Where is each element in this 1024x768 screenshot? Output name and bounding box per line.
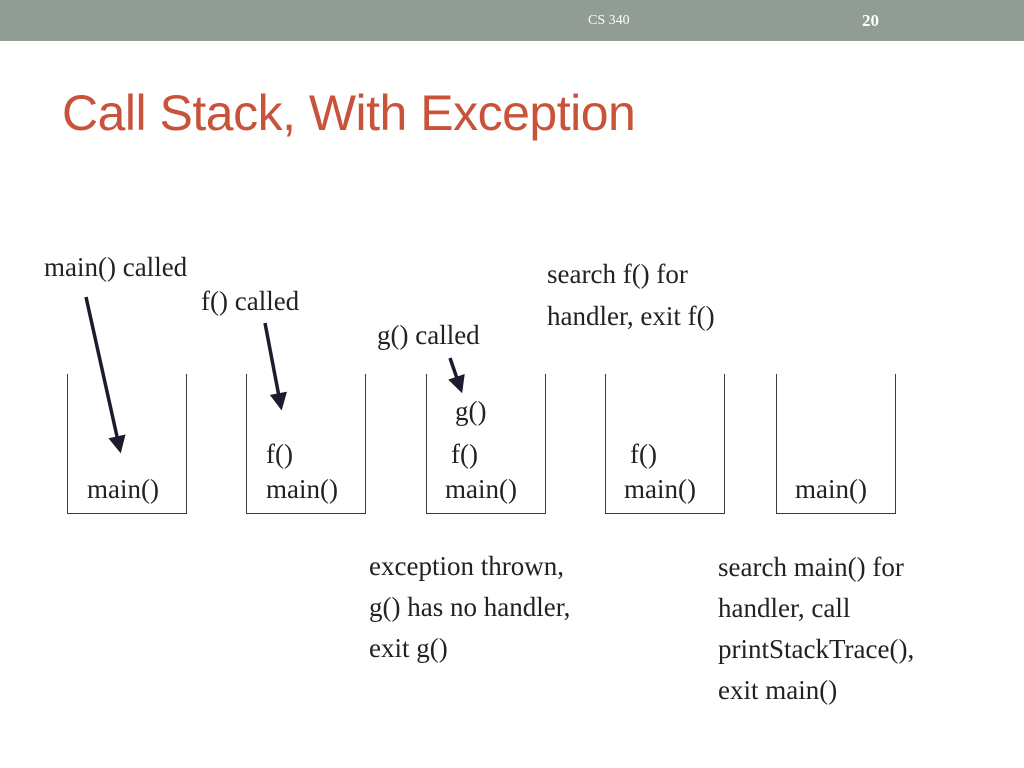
stack-frame-g: g()	[455, 396, 487, 426]
label-search-main-line2: handler, call	[718, 593, 851, 623]
label-search-f-line2: handler, exit f()	[547, 301, 715, 331]
label-search-main-line4: exit main()	[718, 675, 838, 705]
call-stack-1: main()	[67, 374, 187, 514]
stack-frame-main: main()	[795, 474, 867, 504]
stack-frame-f: f()	[451, 439, 478, 469]
label-g-called: g() called	[377, 320, 480, 350]
slide-title: Call Stack, With Exception	[62, 85, 636, 141]
course-label: CS 340	[588, 13, 630, 28]
label-main-called: main() called	[44, 252, 188, 282]
stack-frame-main: main()	[624, 474, 696, 504]
stack-frame-main: main()	[87, 474, 159, 504]
label-exception-line2: g() has no handler,	[369, 592, 571, 622]
call-stack-2: f() main()	[246, 374, 366, 514]
stack-frame-main: main()	[445, 474, 517, 504]
call-stack-3: g() f() main()	[426, 374, 546, 514]
stack-frame-main: main()	[266, 474, 338, 504]
stack-frame-f: f()	[630, 439, 657, 469]
label-search-main-line3: printStackTrace(),	[718, 634, 915, 664]
label-search-f-line1: search f() for	[547, 259, 688, 289]
call-stack-4: f() main()	[605, 374, 725, 514]
arrow-g-called	[448, 357, 465, 394]
call-stack-5: main()	[776, 374, 896, 514]
arrow-main-called	[84, 296, 126, 454]
header-bar: CS 340 20	[0, 0, 1024, 41]
arrow-f-called	[263, 322, 287, 411]
label-f-called: f() called	[201, 286, 300, 316]
slide-number: 20	[862, 11, 879, 30]
label-exception-line1: exception thrown,	[369, 551, 564, 581]
label-exception-line3: exit g()	[369, 633, 448, 663]
stack-frame-f: f()	[266, 439, 293, 469]
label-search-main-line1: search main() for	[718, 552, 904, 582]
